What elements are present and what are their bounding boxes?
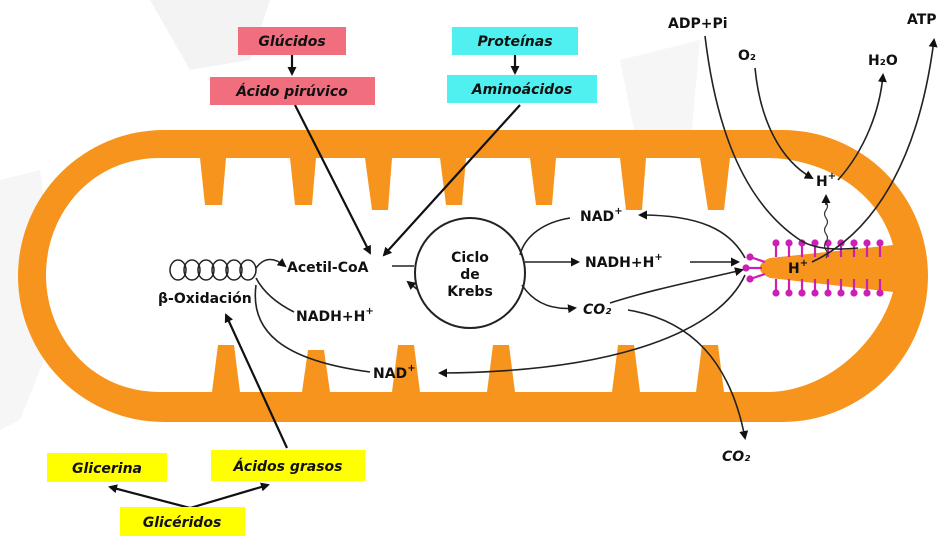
beta-oxidation-label: β-Oxidación <box>158 291 252 307</box>
atp-synthase-head <box>863 239 870 246</box>
atp-synthase-head <box>863 289 870 296</box>
acidos-grasos-box: Ácidos grasos <box>211 450 365 481</box>
atp-synthase-head <box>798 289 805 296</box>
glicerina-text: Glicerina <box>72 461 142 477</box>
nadh-right-label: NADH+H+ <box>585 252 663 271</box>
atp-synthase-head <box>876 239 883 246</box>
gliceridos-box: Glicéridos <box>120 507 245 536</box>
gliceridos-text: Glicéridos <box>143 515 222 531</box>
krebs-label-krebs: Krebs <box>447 284 493 300</box>
atp-synthase-head <box>785 289 792 296</box>
atp-synthase-head <box>746 253 753 260</box>
atp-synthase-head <box>785 239 792 246</box>
acidos-grasos-text: Ácidos grasos <box>232 458 342 475</box>
co2-inner-label: CO₂ <box>583 302 612 318</box>
atp-synthase-head <box>876 289 883 296</box>
arrow-gliceridos-to-grasos <box>190 485 268 508</box>
glicerina-box: Glicerina <box>47 453 167 482</box>
atp-synthase-head <box>824 289 831 296</box>
atp-synthase-head <box>772 289 779 296</box>
glucidos-box: Glúcidos <box>238 27 346 55</box>
atp-label: ATP <box>907 12 937 28</box>
acido-piruvico-box: Ácido pirúvico <box>210 77 375 105</box>
atp-synthase-head <box>850 239 857 246</box>
atp-synthase-head <box>837 289 844 296</box>
atp-synthase-head <box>850 289 857 296</box>
atp-synthase-head <box>742 264 749 271</box>
krebs-label-de: de <box>460 267 480 283</box>
adp-pi-label: ADP+Pi <box>668 16 728 32</box>
co2-outer-label: CO₂ <box>722 449 751 465</box>
atp-synthase-head <box>811 289 818 296</box>
nadh-left-label: NADH+H+ <box>296 306 374 325</box>
krebs-label-ciclo: Ciclo <box>451 250 489 266</box>
arrow-gliceridos-to-glicerina <box>110 487 190 508</box>
proteinas-text: Proteínas <box>477 34 552 50</box>
atp-synthase-head <box>746 275 753 282</box>
atp-synthase-head <box>772 239 779 246</box>
acido-piruvico-text: Ácido pirúvico <box>235 83 348 100</box>
h2o-label: H₂O <box>868 53 898 69</box>
acetil-coa-label: Acetil-CoA <box>287 260 369 276</box>
glucidos-text: Glúcidos <box>258 34 325 50</box>
o2-label: O₂ <box>738 48 756 64</box>
aminoacidos-text: Aminoácidos <box>471 82 572 98</box>
aminoacidos-box: Aminoácidos <box>447 75 597 103</box>
proteinas-box: Proteínas <box>452 27 578 55</box>
